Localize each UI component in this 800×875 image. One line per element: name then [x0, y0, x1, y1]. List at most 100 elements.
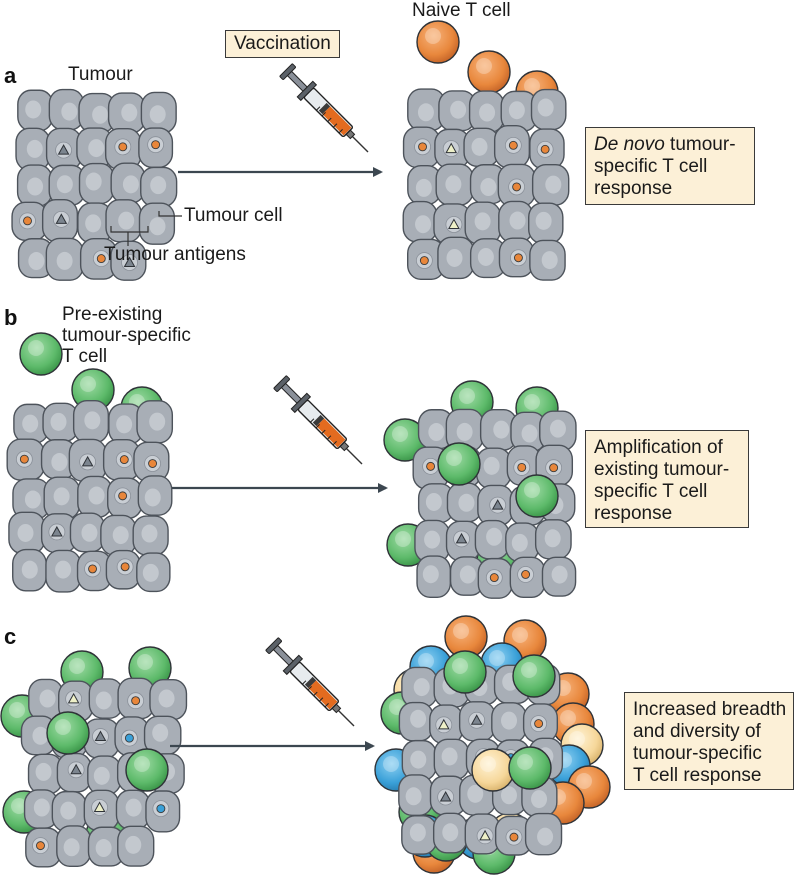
- tumour-a-left: [11, 88, 178, 281]
- tumour-cell: [407, 238, 446, 280]
- tumour-cell: [438, 90, 477, 132]
- grey-triangle-antigen: [57, 144, 70, 155]
- tumour-cell: [8, 511, 46, 555]
- orange-antigen: [148, 459, 158, 468]
- grey-triangle-antigen: [470, 714, 483, 725]
- tumour-cell: [497, 163, 536, 207]
- tumour-cell: [417, 483, 455, 524]
- green-t-cell: [443, 650, 487, 694]
- tumour-label: Tumour: [68, 64, 133, 85]
- tumour-cell: [522, 703, 559, 743]
- yellow-triangle-antigen: [437, 718, 450, 730]
- green-t-cell: [512, 654, 556, 698]
- tumour-cell: [107, 92, 146, 134]
- tumour-cell: [493, 124, 531, 169]
- callout-a-line3: response: [594, 178, 673, 199]
- tumour-cell: [17, 89, 54, 132]
- tumour-cell: [83, 789, 120, 832]
- panel-b-letter: b: [4, 305, 18, 330]
- orange-antigen: [549, 463, 559, 473]
- tumour-cell: [149, 678, 188, 721]
- orange-antigen: [512, 182, 522, 192]
- callout-a-line2: specific T cell: [594, 156, 708, 177]
- tumour-cell: [446, 482, 483, 523]
- tumour-cell: [88, 678, 124, 719]
- tumour-cell: [15, 127, 51, 171]
- panel-b-callout: Amplification of existing tumour- specif…: [585, 430, 749, 528]
- orange-antigen: [119, 455, 129, 465]
- tumour-cell: [138, 202, 176, 245]
- orange-antigen: [418, 142, 427, 152]
- tumour-cell: [77, 475, 113, 518]
- yellow-t-cell: [471, 748, 515, 792]
- tumour-cell: [505, 522, 540, 563]
- tumour-cell: [463, 127, 500, 168]
- grey-triangle-antigen: [51, 525, 63, 537]
- tumour-cell: [140, 166, 178, 208]
- tumour-cell: [43, 476, 81, 520]
- tumour-cell: [23, 789, 59, 829]
- tumour-cell: [143, 715, 182, 756]
- tumour-cell: [41, 198, 79, 243]
- tumour-cell: [528, 202, 564, 244]
- orange-antigen: [96, 254, 106, 264]
- grey-triangle-antigen: [491, 499, 504, 510]
- tumour-cell: [401, 815, 438, 855]
- tumour-cell: [437, 236, 475, 280]
- tumour-cell: [477, 484, 514, 526]
- tumour-cell: [477, 557, 513, 599]
- tumour-cell: [83, 718, 120, 759]
- naive-t-cell-label: Naive T cell: [412, 0, 511, 21]
- tumour-cell: [25, 827, 62, 868]
- pre-existing-label: Pre-existing tumour-specific T cell: [62, 304, 191, 367]
- tumour-cell: [498, 237, 535, 278]
- tumour-cell: [132, 515, 169, 556]
- tumour-cell: [531, 163, 570, 206]
- tumour-cell: [402, 126, 441, 169]
- green-t-cell: [508, 746, 552, 790]
- grey-triangle-antigen: [55, 213, 68, 224]
- tumour-cell: [20, 715, 57, 756]
- orange-antigen: [36, 841, 45, 851]
- tumour-cell: [51, 790, 87, 832]
- tumour-cell: [136, 552, 171, 593]
- tumour-cell: [398, 774, 434, 817]
- tumour-cell: [398, 701, 434, 742]
- orange-antigen: [540, 144, 550, 154]
- tumour-cell: [115, 789, 151, 830]
- tumour-cell: [110, 240, 147, 281]
- callout-c-line1: Increased breadth: [633, 699, 787, 720]
- orange-antigen: [426, 461, 436, 471]
- tumour-cell: [138, 127, 174, 169]
- tumour-cell: [429, 775, 467, 816]
- syringe-b: [273, 375, 363, 465]
- tumour-cell: [136, 400, 174, 444]
- tumour-b-right: [412, 408, 577, 599]
- callout-c-line2: and diversity of: [633, 721, 761, 742]
- tumour-cell: [68, 438, 107, 482]
- tumour-cell-label: Tumour cell: [184, 205, 283, 226]
- tumour-cell: [469, 238, 507, 279]
- existing-t-cell: [46, 711, 90, 755]
- tumour-cell: [524, 812, 563, 856]
- tumour-cell: [401, 666, 438, 708]
- tumour-cell: [56, 752, 92, 793]
- panel-a-letter: a: [4, 63, 17, 88]
- tumour-cell: [69, 512, 106, 553]
- tumour-b-left: [6, 399, 174, 593]
- orange-antigen: [120, 562, 130, 572]
- orange-antigen: [534, 719, 544, 729]
- tumour-cell: [27, 753, 64, 795]
- naive-t-cell-floating: [416, 20, 460, 64]
- tumour-cell: [107, 477, 143, 519]
- callout-c-line4: T cell response: [633, 765, 762, 786]
- tumour-cell: [117, 825, 155, 867]
- orange-antigen: [151, 140, 161, 150]
- tumour-cell: [105, 549, 141, 590]
- tumour-antigens-label: Tumour antigens: [104, 244, 246, 265]
- tumour-cell: [87, 755, 122, 796]
- tumour-cell: [114, 716, 150, 757]
- tumour-cell: [45, 549, 82, 593]
- existing-t-cell: [125, 748, 169, 792]
